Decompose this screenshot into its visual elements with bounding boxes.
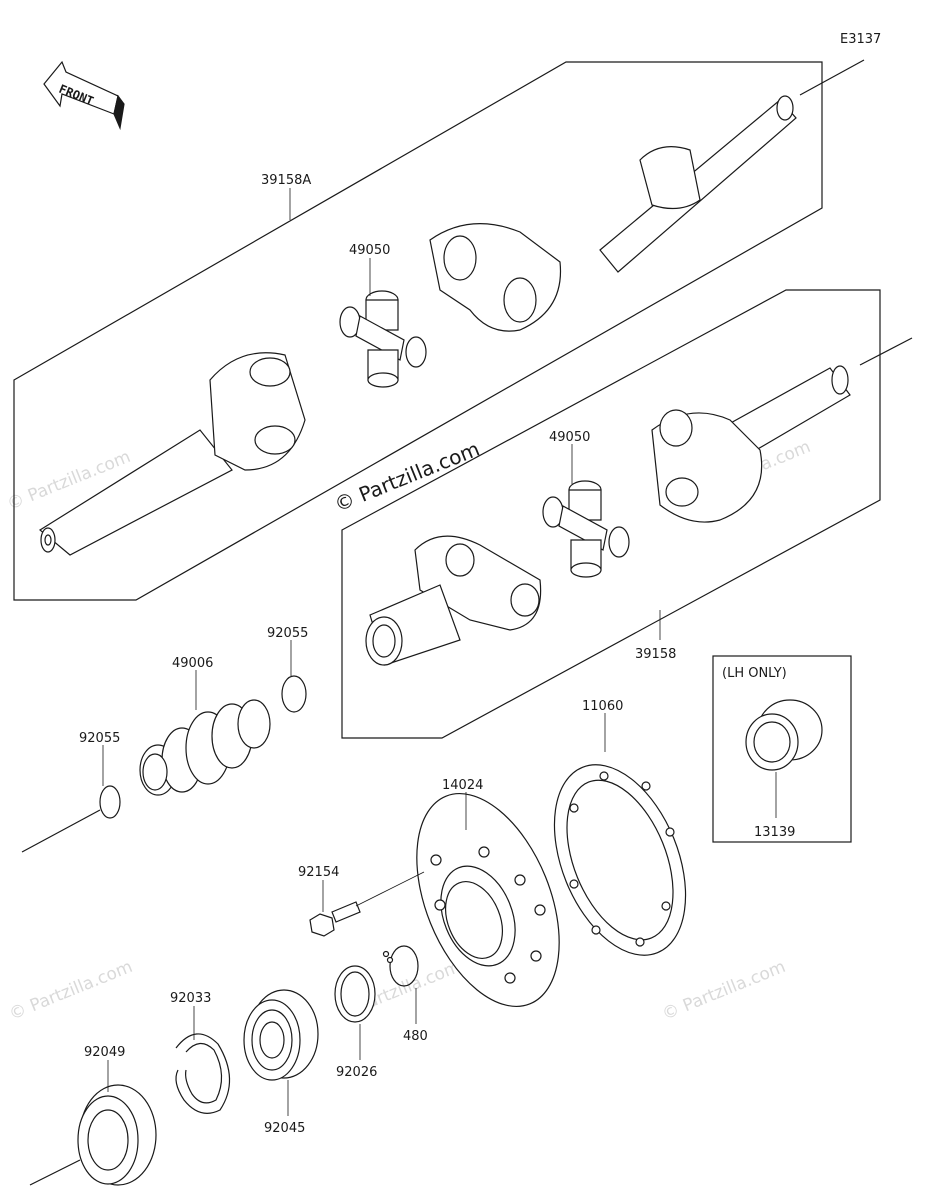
front-direction-arrow: FRONT: [43, 60, 125, 131]
universal-joint-lower: [542, 480, 630, 578]
universal-joint-upper: [339, 290, 427, 388]
label-92154: 92154: [298, 865, 339, 880]
label-92026: 92026: [336, 1065, 377, 1080]
label-49050-lower: 49050: [549, 430, 590, 445]
watermark-right-bottom: © Partzilla.com: [659, 957, 788, 1025]
lh-only-box: (LH ONLY): [712, 655, 852, 843]
label-13139: 13139: [754, 825, 795, 840]
label-49006: 49006: [172, 656, 213, 671]
label-39158: 39158: [635, 647, 676, 662]
axis-line-lower: [859, 337, 913, 366]
copyright-text: © Partzilla.com: [331, 437, 483, 517]
part-labels: 39158A 49050 49050 39158 49006 92055 920…: [79, 173, 795, 1136]
axis-line-boot: [21, 809, 101, 853]
ball-bearing: [243, 989, 319, 1081]
label-49050-upper: 49050: [349, 243, 390, 258]
snap-ring: [175, 1033, 231, 1114]
label-92049: 92049: [84, 1045, 125, 1060]
oil-seal: [29, 1084, 157, 1186]
o-ring-left: [99, 785, 121, 819]
assembly-frame-39158: [341, 289, 881, 739]
bearing-housing: [416, 792, 560, 1008]
flange-bolt: [309, 871, 425, 937]
label-39158A: 39158A: [261, 173, 311, 188]
diagram-code: E3137: [840, 32, 881, 47]
drive-shaft-lower: [365, 365, 851, 666]
label-14024: 14024: [442, 778, 483, 793]
label-92055-left: 92055: [79, 731, 120, 746]
label-480: 480: [403, 1029, 428, 1044]
lh-only-note: (LH ONLY): [722, 666, 787, 681]
circlip: [382, 945, 419, 987]
o-ring-top: [281, 675, 307, 713]
gasket: [553, 764, 687, 956]
label-92033: 92033: [170, 991, 211, 1006]
label-92045: 92045: [264, 1121, 305, 1136]
leader-lines: [102, 188, 777, 1116]
axis-line-upper: [799, 59, 865, 96]
watermark-left-bottom: © Partzilla.com: [6, 957, 135, 1025]
assembly-frame-39158A: [13, 61, 823, 601]
spacer-ring: [334, 965, 376, 1023]
label-11060: 11060: [582, 699, 623, 714]
cv-boot: [139, 699, 271, 796]
drive-shaft-upper: [38, 95, 797, 556]
label-92055-top: 92055: [267, 626, 308, 641]
